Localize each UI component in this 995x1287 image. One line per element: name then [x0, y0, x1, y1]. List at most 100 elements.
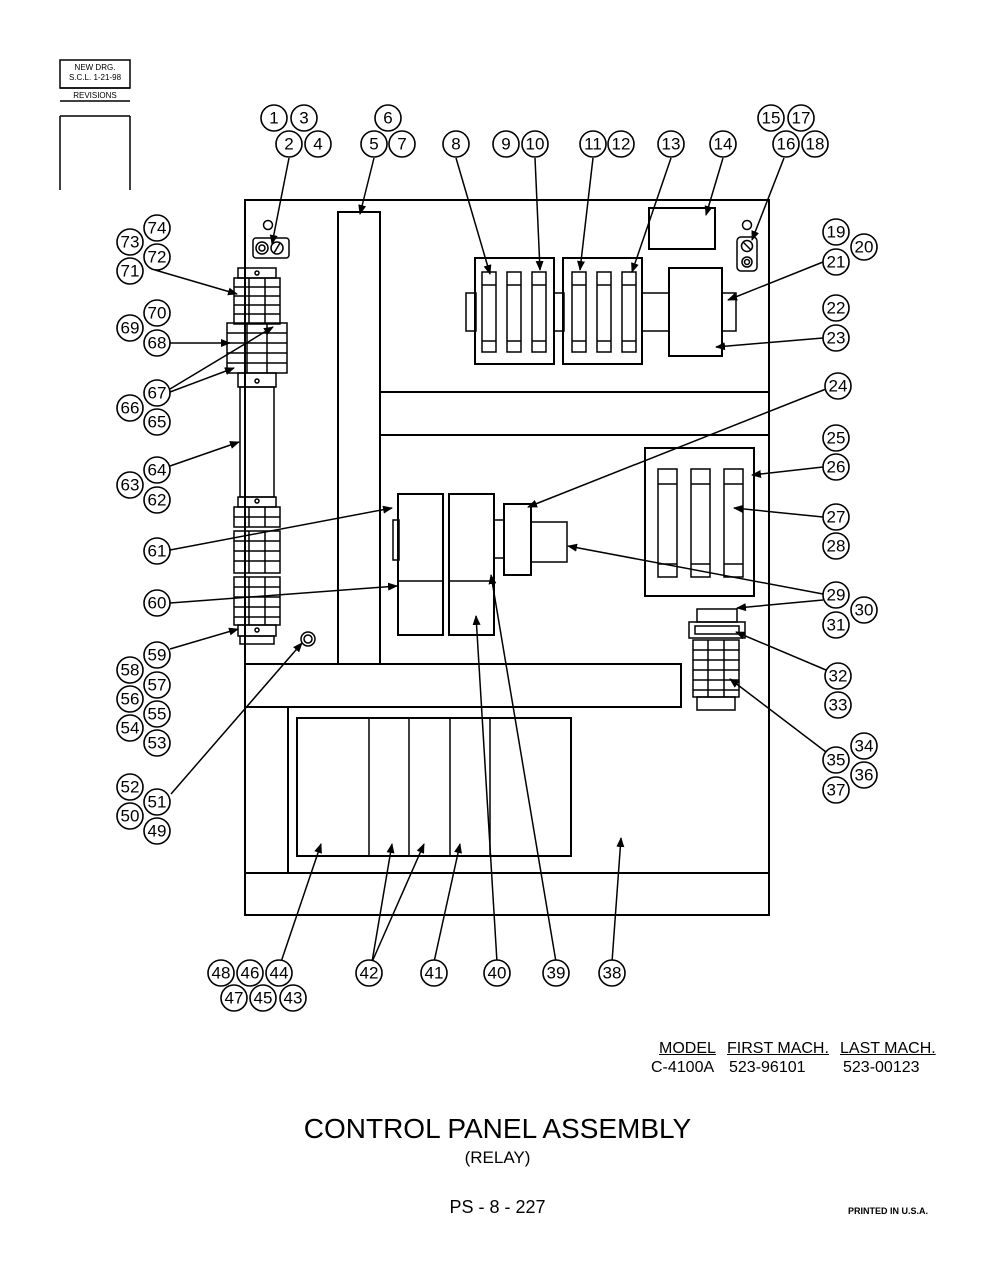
- callout-48: 48: [207, 959, 235, 987]
- svg-text:5: 5: [369, 135, 378, 154]
- callout-4: 4: [304, 130, 332, 158]
- callout-26: 26: [822, 453, 850, 481]
- callout-73: 73: [116, 228, 144, 256]
- svg-text:2: 2: [284, 135, 293, 154]
- callout-59: 59: [143, 641, 171, 669]
- callout-39: 39: [542, 959, 570, 987]
- svg-text:69: 69: [121, 319, 140, 338]
- page-title: CONTROL PANEL ASSEMBLY: [303, 1113, 692, 1144]
- callout-60: 60: [143, 589, 171, 617]
- callout-21: 21: [822, 248, 850, 276]
- svg-text:36: 36: [855, 766, 874, 785]
- callout-8: 8: [442, 130, 470, 158]
- svg-text:66: 66: [121, 399, 140, 418]
- svg-text:28: 28: [827, 537, 846, 556]
- callout-61: 61: [143, 537, 171, 565]
- svg-text:13: 13: [662, 135, 681, 154]
- callout-11: 11: [579, 130, 607, 158]
- callout-52: 52: [116, 773, 144, 801]
- callout-56: 56: [116, 685, 144, 713]
- callout-35: 35: [822, 746, 850, 774]
- top-right-ground-screw: [736, 219, 758, 272]
- svg-text:20: 20: [855, 238, 874, 257]
- svg-text:43: 43: [284, 989, 303, 1008]
- svg-text:7: 7: [397, 135, 406, 154]
- callout-30: 30: [850, 596, 878, 624]
- ground-screw-51: [300, 631, 316, 647]
- svg-text:31: 31: [827, 616, 846, 635]
- svg-text:25: 25: [827, 429, 846, 448]
- last-mach-header: LAST MACH.: [840, 1040, 936, 1057]
- svg-text:17: 17: [792, 109, 811, 128]
- top-left-ground-screw: [252, 219, 290, 259]
- callout-54: 54: [116, 714, 144, 742]
- svg-text:10: 10: [526, 135, 545, 154]
- svg-text:33: 33: [829, 696, 848, 715]
- callout-2: 2: [275, 130, 303, 158]
- right-terminal-block: [688, 608, 746, 711]
- svg-text:46: 46: [241, 964, 260, 983]
- callout-9: 9: [492, 130, 520, 158]
- svg-text:61: 61: [148, 542, 167, 561]
- callout-74: 74: [143, 214, 171, 242]
- callout-bubbles: 1 2 3 4 5 6 7 8 9 10 11 12 13 14 15 16 1…: [116, 104, 878, 1012]
- svg-text:71: 71: [121, 262, 140, 281]
- callout-16: 16: [772, 130, 800, 158]
- callout-50: 50: [116, 802, 144, 830]
- leader-lines: [154, 157, 827, 963]
- revision-block: NEW DRG. S.C.L. 1-21-98 REVISIONS: [59, 59, 131, 190]
- svg-text:63: 63: [121, 476, 140, 495]
- svg-text:50: 50: [121, 807, 140, 826]
- callout-32: 32: [824, 662, 852, 690]
- svg-text:64: 64: [148, 461, 167, 480]
- first-mach-value: 523-96101: [729, 1059, 806, 1076]
- first-mach-header: FIRST MACH.: [727, 1040, 829, 1057]
- svg-text:35: 35: [827, 751, 846, 770]
- svg-text:4: 4: [313, 135, 322, 154]
- callout-15: 15: [757, 104, 785, 132]
- svg-text:22: 22: [827, 299, 846, 318]
- svg-text:1: 1: [269, 109, 278, 128]
- svg-text:48: 48: [212, 964, 231, 983]
- callout-70: 70: [143, 299, 171, 327]
- callout-6: 6: [374, 104, 402, 132]
- svg-text:62: 62: [148, 491, 167, 510]
- svg-text:6: 6: [383, 109, 392, 128]
- svg-text:45: 45: [254, 989, 273, 1008]
- callout-33: 33: [824, 691, 852, 719]
- callout-45: 45: [249, 984, 277, 1012]
- svg-text:67: 67: [148, 384, 167, 403]
- callout-13: 13: [657, 130, 685, 158]
- component-box-14: [648, 207, 716, 250]
- callout-69: 69: [116, 314, 144, 342]
- svg-text:27: 27: [827, 508, 846, 527]
- svg-text:39: 39: [547, 964, 566, 983]
- svg-text:60: 60: [148, 594, 167, 613]
- callout-49: 49: [143, 817, 171, 845]
- svg-text:53: 53: [148, 734, 167, 753]
- callout-5: 5: [360, 130, 388, 158]
- svg-text:72: 72: [148, 248, 167, 267]
- page-number: PS - 8 - 227: [449, 1197, 546, 1217]
- svg-text:15: 15: [762, 109, 781, 128]
- revisions-label: REVISIONS: [73, 91, 117, 100]
- svg-text:49: 49: [148, 822, 167, 841]
- svg-text:54: 54: [121, 719, 140, 738]
- callout-22: 22: [822, 294, 850, 322]
- callout-10: 10: [521, 130, 549, 158]
- svg-text:51: 51: [148, 793, 167, 812]
- callout-62: 62: [143, 486, 171, 514]
- callout-37: 37: [822, 776, 850, 804]
- svg-text:16: 16: [777, 135, 796, 154]
- callout-23: 23: [822, 324, 850, 352]
- svg-text:8: 8: [451, 135, 460, 154]
- svg-text:3: 3: [299, 109, 308, 128]
- callout-47: 47: [220, 984, 248, 1012]
- svg-text:23: 23: [827, 329, 846, 348]
- model-header: MODEL: [659, 1040, 716, 1057]
- svg-text:38: 38: [603, 964, 622, 983]
- callout-68: 68: [143, 329, 171, 357]
- callout-67: 67: [143, 379, 171, 407]
- callout-27: 27: [822, 503, 850, 531]
- callout-1: 1: [260, 104, 288, 132]
